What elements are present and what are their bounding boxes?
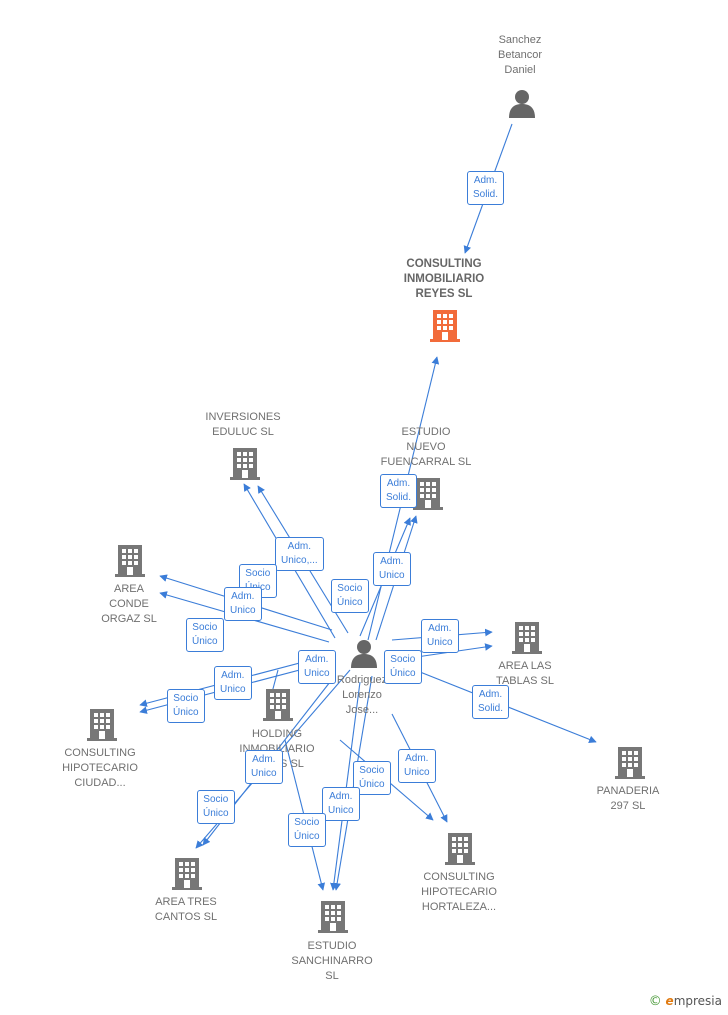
building-icon-atc[interactable] xyxy=(172,858,202,890)
edge-tag-socio-unico[interactable]: Socio Único xyxy=(167,689,205,723)
edge-tag-adm-unico[interactable]: Adm. Unico xyxy=(214,666,252,700)
edge-tag-adm-unico[interactable]: Adm. Unico,... xyxy=(275,537,324,571)
building-icon-chh[interactable] xyxy=(445,833,475,865)
edge-tag-adm-solid[interactable]: Adm. Solid. xyxy=(380,474,418,508)
node-estudio-nuevo-fuencarral-label[interactable]: ESTUDIO NUEVO FUENCARRAL SL xyxy=(380,426,472,468)
edge-tag-adm-unico[interactable]: Adm. Unico xyxy=(224,587,262,621)
edge-tag-socio-unico[interactable]: Socio Único xyxy=(186,618,224,652)
edge-tag-socio-unico[interactable]: Socio Único xyxy=(288,813,326,847)
edge-tag-adm-solid[interactable]: Adm. Solid. xyxy=(472,685,510,719)
edge-line xyxy=(330,681,361,891)
node-area-conde-orgaz-label[interactable]: AREA CONDE ORGAZ SL xyxy=(101,583,157,625)
node-icons xyxy=(87,90,645,933)
node-estudio-sanchinarro-label[interactable]: ESTUDIO SANCHINARRO SL xyxy=(291,940,373,982)
copyright-icon: © xyxy=(648,994,662,1009)
empresia-logo-text: mpresia xyxy=(673,994,722,1008)
edge-tag-adm-unico[interactable]: Adm. Unico xyxy=(398,749,436,783)
node-sanchez-label[interactable]: Sanchez Betancor Daniel xyxy=(497,34,543,76)
node-rodriguez-label[interactable]: Rodriguez Lorenzo Jose... xyxy=(336,674,388,716)
building-icon-pan[interactable] xyxy=(615,747,645,779)
node-inversiones-eduluc-label[interactable]: INVERSIONES EDULUC SL xyxy=(205,411,281,438)
building-icon-alt[interactable] xyxy=(512,622,542,654)
edge-tag-socio-unico[interactable]: Socio Único xyxy=(197,790,235,824)
edge-tag-adm-unico[interactable]: Adm. Unico xyxy=(298,650,336,684)
edge-tag-adm-unico[interactable]: Adm. Unico xyxy=(421,619,459,653)
edge-tag-adm-unico[interactable]: Adm. Unico xyxy=(245,750,283,784)
node-consulting-inmobiliario-reyes-label[interactable]: CONSULTING INMOBILIARIO REYES SL xyxy=(403,258,485,300)
node-consulting-hipotecario-ciudad-label[interactable]: CONSULTING HIPOTECARIO CIUDAD... xyxy=(62,747,138,789)
building-icon-aco[interactable] xyxy=(115,545,145,577)
building-icon-enf[interactable] xyxy=(413,478,443,510)
edge-tag-adm-solid[interactable]: Adm. Solid. xyxy=(467,171,505,205)
building-icon-esa[interactable] xyxy=(318,901,348,933)
building-icon-chc[interactable] xyxy=(87,709,117,741)
edge-tag-adm-unico[interactable]: Adm. Unico xyxy=(322,787,360,821)
node-area-las-tablas-label[interactable]: AREA LAS TABLAS SL xyxy=(496,660,554,687)
edge-tag-socio-unico[interactable]: Socio Único xyxy=(384,650,422,684)
building-icon-cir[interactable] xyxy=(430,310,460,342)
node-area-tres-cantos-label[interactable]: AREA TRES CANTOS SL xyxy=(154,896,218,923)
empresia-logo-initial: e xyxy=(665,994,674,1008)
node-consulting-hipotecario-hortaleza-label[interactable]: CONSULTING HIPOTECARIO HORTALEZA... xyxy=(421,871,497,913)
person-icon-sanchez[interactable] xyxy=(509,90,535,118)
empresia-brand[interactable]: © empresia xyxy=(649,994,722,1009)
building-icon-hol[interactable] xyxy=(263,689,293,721)
edge-tag-adm-unico[interactable]: Adm. Unico xyxy=(373,552,411,586)
building-icon-inv[interactable] xyxy=(230,448,260,480)
edge-tag-socio-unico[interactable]: Socio Único xyxy=(331,579,369,613)
node-panaderia-label[interactable]: PANADERIA 297 SL xyxy=(596,785,660,812)
person-icon-rod[interactable] xyxy=(351,640,377,668)
